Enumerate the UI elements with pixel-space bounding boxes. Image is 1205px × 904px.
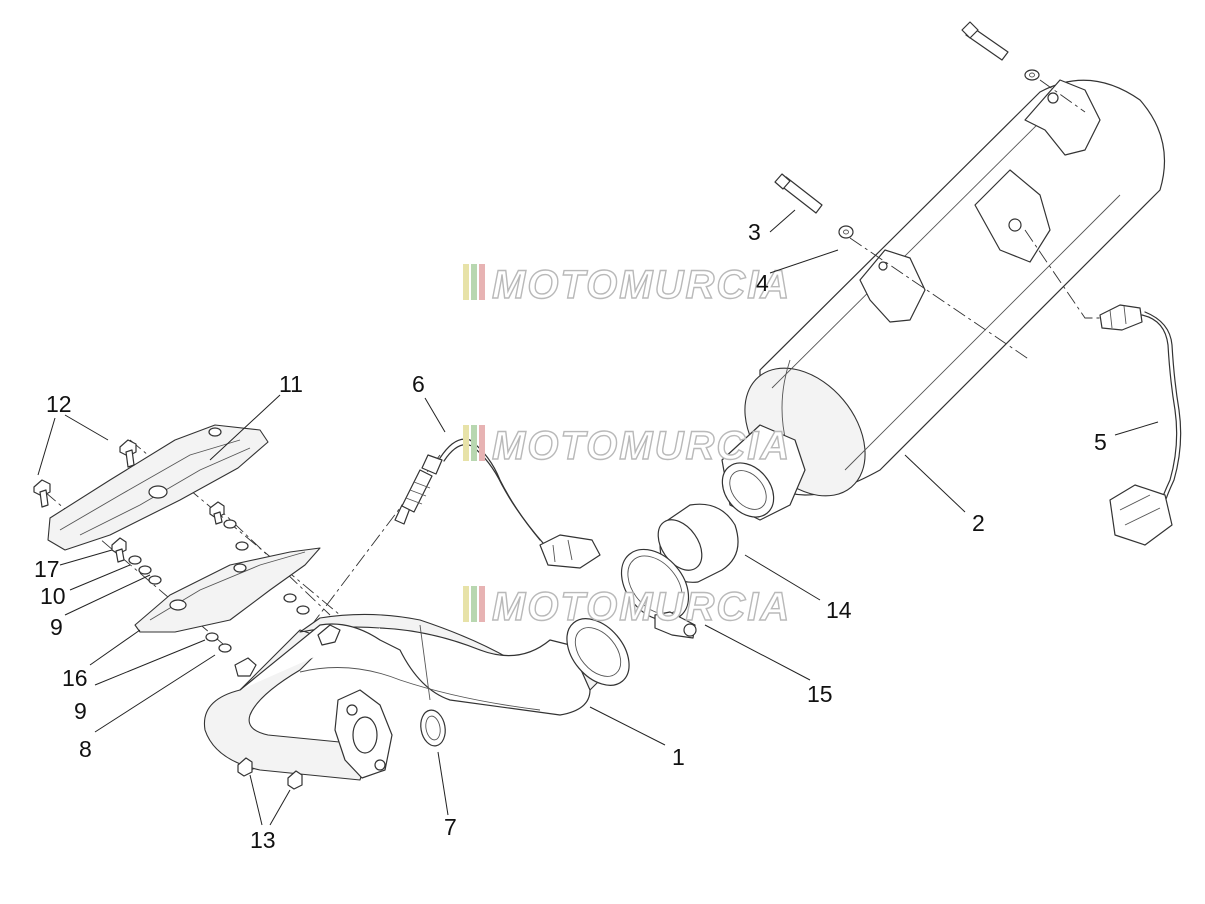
watermark-stripe xyxy=(463,264,469,300)
muffler-bolt-mid xyxy=(774,173,854,239)
callout-1: 1 xyxy=(672,744,685,770)
watermark-stripe xyxy=(471,586,477,622)
callout-labels: 1 2 3 4 5 6 7 8 9 9 10 11 12 13 14 15 16… xyxy=(34,219,1107,853)
callout-7: 7 xyxy=(444,814,457,840)
watermark-1: MOTOMURCIA xyxy=(463,262,791,308)
leader-lines xyxy=(37,209,1159,826)
callout-10: 10 xyxy=(40,583,66,609)
nuts-13 xyxy=(237,757,303,790)
watermark-stripe xyxy=(471,425,477,461)
callout-17: 17 xyxy=(34,556,60,582)
rear-lambda-sensor xyxy=(1099,304,1182,546)
heat-shield-outer xyxy=(47,424,269,551)
watermark-stripe xyxy=(463,586,469,622)
muffler-bolt-top xyxy=(961,21,1040,81)
watermark-stripe xyxy=(463,425,469,461)
callout-4: 4 xyxy=(756,270,769,296)
callout-15: 15 xyxy=(807,681,833,707)
clamp-15 xyxy=(620,548,697,639)
watermark-text: MOTOMURCIA xyxy=(492,424,791,468)
watermark-stripe xyxy=(479,264,485,300)
watermark-text: MOTOMURCIA xyxy=(492,263,791,307)
gasket-14 xyxy=(657,503,739,583)
watermark-3: MOTOMURCIA xyxy=(463,584,791,630)
callout-9-upper: 9 xyxy=(50,614,63,640)
callout-12: 12 xyxy=(46,391,72,417)
watermark-text: MOTOMURCIA xyxy=(492,585,791,629)
watermark-stripe xyxy=(471,264,477,300)
callout-6: 6 xyxy=(412,371,425,397)
callout-16: 16 xyxy=(62,665,88,691)
watermark-stripe xyxy=(479,425,485,461)
muffler-part xyxy=(721,79,1166,521)
callout-8: 8 xyxy=(79,736,92,762)
callout-13: 13 xyxy=(250,827,276,853)
watermark-stripe xyxy=(479,586,485,622)
exhaust-gasket-7 xyxy=(420,709,446,747)
callout-5: 5 xyxy=(1094,429,1107,455)
shield-screws xyxy=(33,439,310,653)
callout-3: 3 xyxy=(748,219,761,245)
callout-11: 11 xyxy=(279,371,303,397)
callout-14: 14 xyxy=(826,597,852,623)
watermark-2: MOTOMURCIA xyxy=(463,423,791,469)
header-pipe xyxy=(203,613,630,781)
heat-shield-inner xyxy=(134,547,321,633)
front-lambda-sensor xyxy=(394,438,601,569)
callout-9-lower: 9 xyxy=(74,698,87,724)
callout-2: 2 xyxy=(972,510,985,536)
